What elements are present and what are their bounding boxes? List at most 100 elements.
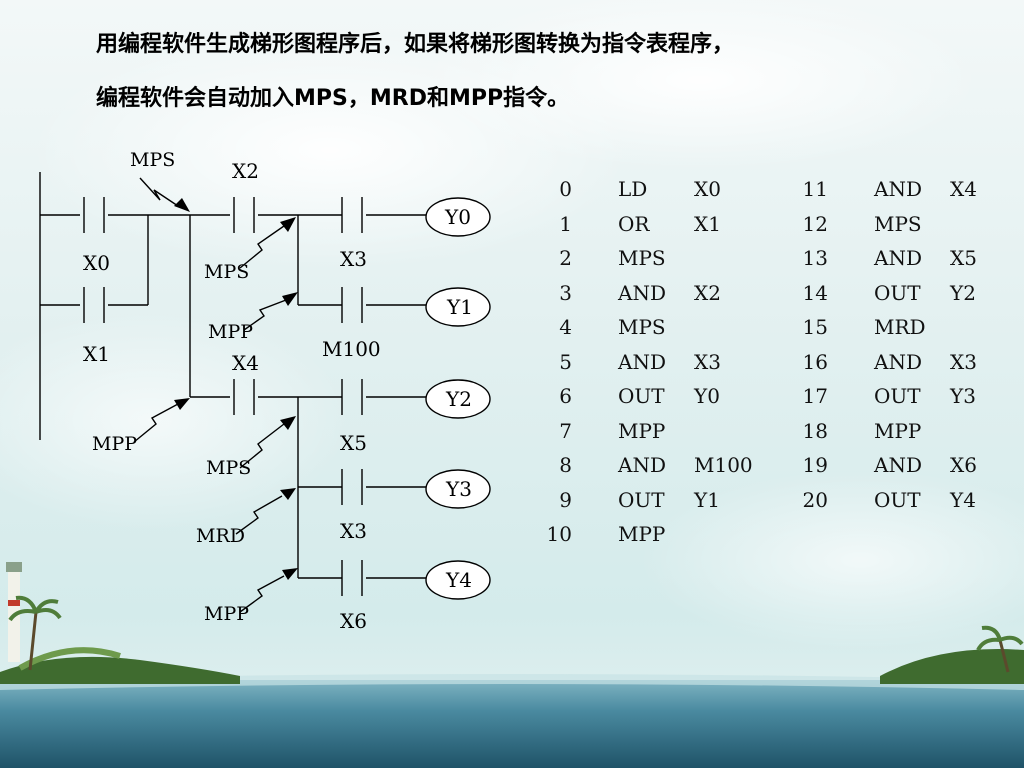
label-coil-y1: Y1 xyxy=(446,295,473,319)
instruction-operand: X6 xyxy=(950,453,977,477)
label-x3-low: X3 xyxy=(340,519,367,543)
instruction-operand: Y0 xyxy=(694,384,720,408)
label-x4: X4 xyxy=(232,351,259,375)
instruction-operand: X3 xyxy=(950,349,977,374)
note-mps-top: MPS xyxy=(130,149,175,171)
step-number: 10 xyxy=(546,522,572,546)
step-number: 12 xyxy=(802,211,828,236)
note-mrd-low: MRD xyxy=(196,525,245,547)
instruction-op: MRD xyxy=(874,315,926,339)
label-coil-y4: Y4 xyxy=(445,568,472,592)
step-number: 3 xyxy=(559,280,572,305)
instruction-op: AND xyxy=(874,177,922,201)
coil-y2 xyxy=(425,379,491,419)
instruction-row: 6 OUT Y0 xyxy=(540,379,780,414)
note-mpp-mid: MPP xyxy=(208,321,253,343)
instruction-row: 11 AND X4 xyxy=(796,172,996,207)
instruction-operand: Y1 xyxy=(694,487,720,512)
instruction-operand: X5 xyxy=(950,246,977,270)
instruction-row: 8 AND M100 xyxy=(540,448,780,483)
instruction-row: 19 AND X6 xyxy=(796,448,996,483)
label-coil-y0: Y0 xyxy=(444,205,471,229)
instruction-operand: X3 xyxy=(694,349,721,374)
instruction-op: OR xyxy=(618,211,650,236)
step-number: 1 xyxy=(559,211,572,236)
step-number: 4 xyxy=(559,315,572,339)
instruction-op: AND xyxy=(874,349,922,374)
note-mpp-low: MPP xyxy=(204,603,249,625)
step-number: 5 xyxy=(559,349,572,374)
instruction-op: LD xyxy=(618,177,648,201)
step-number: 16 xyxy=(802,349,828,374)
instruction-op: OUT xyxy=(618,487,665,512)
label-x1: X1 xyxy=(83,342,110,366)
label-x0: X0 xyxy=(83,251,110,275)
instruction-operand: Y4 xyxy=(950,487,976,512)
instruction-op: AND xyxy=(874,453,922,477)
instruction-op: MPP xyxy=(874,418,922,443)
arrow-mpp-mid xyxy=(243,299,287,331)
instruction-row: 13 AND X5 xyxy=(796,241,996,276)
instruction-operand: M100 xyxy=(694,453,753,477)
instruction-operand: X2 xyxy=(694,280,721,305)
instruction-row: 18 MPP xyxy=(796,414,996,449)
note-mpp-left: MPP xyxy=(92,433,137,455)
instruction-op: AND xyxy=(618,349,666,374)
instruction-op: OUT xyxy=(874,384,921,408)
title-line-2: 编程软件会自动加入MPS，MRD和MPP指令。 xyxy=(96,86,570,111)
instruction-op: MPS xyxy=(618,246,666,270)
step-number: 20 xyxy=(802,487,828,512)
step-number: 19 xyxy=(802,453,828,477)
title-line-1: 用编程软件生成梯形图程序后，如果将梯形图转换为指令表程序， xyxy=(96,32,735,57)
step-number: 0 xyxy=(559,177,572,201)
step-number: 2 xyxy=(559,246,572,270)
instruction-op: AND xyxy=(874,246,922,270)
instruction-op: AND xyxy=(618,453,666,477)
instruction-row: 15 MRD xyxy=(796,310,996,345)
step-number: 13 xyxy=(802,246,828,270)
coil-y1 xyxy=(425,287,491,327)
step-number: 18 xyxy=(802,418,828,443)
step-number: 15 xyxy=(802,315,828,339)
instruction-row: 17 OUT Y3 xyxy=(796,379,996,414)
instruction-row: 10 MPP xyxy=(540,517,780,552)
arrow-mps-low xyxy=(239,423,285,469)
step-number: 17 xyxy=(802,384,828,408)
arrow-mps-top xyxy=(139,177,179,207)
step-number: 14 xyxy=(802,280,828,305)
step-number: 11 xyxy=(802,177,828,201)
step-number: 6 xyxy=(559,384,572,408)
instruction-op: OUT xyxy=(618,384,665,408)
label-x2: X2 xyxy=(232,159,259,183)
instruction-row: 1 OR X1 xyxy=(540,207,780,242)
instruction-op: OUT xyxy=(874,280,921,305)
step-number: 8 xyxy=(559,453,572,477)
label-m100: M100 xyxy=(322,337,381,361)
instruction-row: 4 MPS xyxy=(540,310,780,345)
instruction-op: MPP xyxy=(618,418,666,443)
note-mps-mid: MPS xyxy=(204,261,249,283)
instruction-row: 16 AND X3 xyxy=(796,345,996,380)
instruction-op: MPP xyxy=(618,522,666,546)
arrow-mrd-low xyxy=(235,495,283,535)
step-number: 7 xyxy=(559,418,572,443)
instruction-row: 7 MPP xyxy=(540,414,780,449)
instruction-op: MPS xyxy=(618,315,666,339)
instruction-row: 2 MPS xyxy=(540,241,780,276)
instruction-operand: X1 xyxy=(694,211,721,236)
instruction-row: 5 AND X3 xyxy=(540,345,780,380)
label-x6: X6 xyxy=(340,609,367,633)
instruction-operand: X4 xyxy=(950,177,977,201)
arrow-mpp-low xyxy=(239,575,285,613)
instruction-operand: X0 xyxy=(694,177,721,201)
coil-y3 xyxy=(425,469,491,509)
instruction-operand: Y3 xyxy=(950,384,976,408)
label-x3-top: X3 xyxy=(340,247,367,271)
coil-y0 xyxy=(425,197,491,237)
